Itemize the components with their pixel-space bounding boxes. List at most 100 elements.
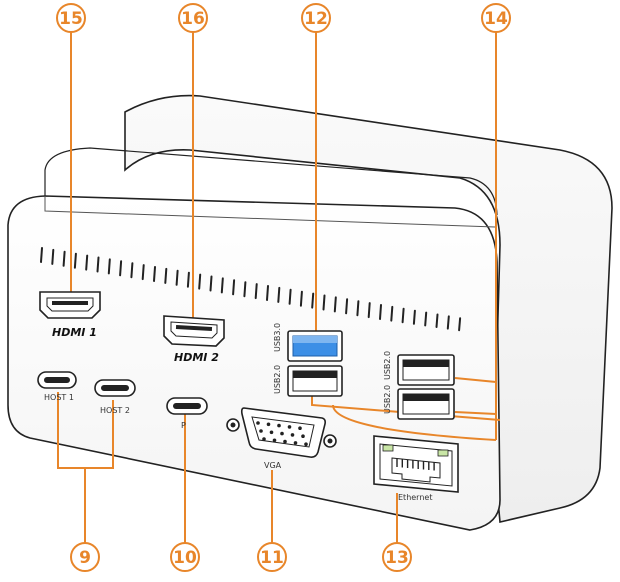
vent-slot — [198, 273, 202, 290]
callout-10-number: 10 — [173, 548, 197, 568]
usb-2-right-bottom-label: USB2.0 — [383, 385, 392, 414]
ethernet-label: Ethernet — [398, 493, 432, 502]
callout-15: 15 — [56, 3, 86, 33]
vent-slot — [390, 305, 394, 322]
usb-c-host-1-port: HOST 1 — [37, 371, 77, 402]
callout-14: 14 — [481, 3, 511, 33]
vent-slot — [288, 288, 292, 305]
circled-number-icon — [170, 542, 200, 572]
vent-slot — [299, 290, 303, 307]
callout-10: 10 — [170, 542, 200, 572]
vent-slot — [277, 286, 281, 303]
vent-slot — [40, 247, 43, 263]
circled-number-icon — [481, 3, 511, 33]
usb-c-port-icon — [166, 397, 208, 415]
usb-a-port-icon — [397, 354, 455, 386]
vga-pin — [256, 421, 260, 425]
device-body — [7, 94, 613, 531]
vent-slots — [40, 247, 462, 332]
callout-15-number: 15 — [59, 9, 83, 29]
usb-2-right-bottom-port: USB2.0 — [383, 385, 455, 420]
callout-16: 16 — [178, 3, 208, 33]
usb-a-port-icon — [287, 330, 343, 362]
vga-pin — [272, 438, 277, 443]
callout-12: 12 — [301, 3, 331, 33]
usb-2-left-port: USB2.0 — [273, 365, 343, 397]
vent-slot — [412, 309, 416, 325]
vent-slot — [73, 252, 77, 269]
usb-c-host-2-port: HOST 2 — [94, 379, 136, 415]
ethernet-port: Ethernet — [373, 435, 459, 502]
vent-slot — [266, 285, 269, 301]
vent-slot — [345, 298, 349, 315]
usb-c-port-icon — [37, 371, 77, 389]
vent-slot — [446, 315, 450, 330]
usb-2-right-top-label: USB2.0 — [383, 351, 392, 380]
vent-slot — [62, 250, 66, 267]
callout-12-number: 12 — [304, 9, 328, 29]
vent-slot — [153, 266, 156, 282]
vent-slot — [379, 304, 382, 320]
vga-label: VGA — [264, 461, 282, 470]
leader-14-bottom — [332, 404, 497, 441]
callout-14-number: 14 — [484, 9, 508, 29]
leader-14 — [454, 30, 497, 440]
vga-pin — [283, 439, 287, 444]
vent-slot — [424, 311, 428, 327]
hdmi-2-port: HDMI 2 — [163, 315, 225, 364]
vent-slot — [209, 275, 213, 292]
vent-slot — [220, 277, 224, 294]
device-top-surface — [124, 94, 613, 523]
vent-slot — [243, 281, 247, 298]
vga-pin — [280, 431, 284, 436]
vent-slot — [458, 317, 462, 332]
callout-9-number: 9 — [79, 548, 91, 568]
usb-a-port-icon — [397, 388, 455, 420]
circled-number-icon — [70, 542, 100, 572]
vga-pin — [277, 423, 281, 428]
vent-slot — [435, 313, 439, 328]
host-1-label: HOST 1 — [44, 393, 74, 402]
callout-11-number: 11 — [260, 548, 284, 568]
circled-number-icon — [257, 542, 287, 572]
vent-slot — [164, 267, 168, 284]
vent-slot — [367, 302, 371, 319]
callout-11: 11 — [257, 542, 287, 572]
vent-slot — [232, 279, 236, 296]
circled-number-icon — [301, 3, 331, 33]
device-top-panel — [44, 147, 498, 216]
vga-pin — [304, 442, 308, 447]
vent-slot — [401, 307, 405, 324]
vga-port: VGA — [226, 407, 337, 470]
vent-slot — [356, 300, 360, 317]
vent-slot — [322, 294, 326, 311]
callout-9: 9 — [70, 542, 100, 572]
hdmi-2-label: HDMI 2 — [174, 351, 219, 364]
callout-16-number: 16 — [181, 9, 205, 29]
vent-slot — [119, 260, 123, 277]
vent-slot — [141, 264, 145, 281]
vga-pin — [287, 425, 292, 429]
usb-2-right-top-port: USB2.0 — [383, 351, 455, 386]
usb-3-port: USB3.0 — [273, 323, 343, 362]
rj45-pins — [396, 459, 435, 471]
vga-pin — [262, 437, 266, 441]
circled-number-icon — [178, 3, 208, 33]
rj45-port-icon — [373, 435, 459, 493]
callout-13: 13 — [382, 542, 412, 572]
vent-slot — [130, 262, 134, 279]
vga-port-icon — [226, 407, 337, 458]
vent-slot — [311, 292, 315, 309]
hdmi-port-icon — [163, 315, 225, 347]
vent-slot — [333, 296, 337, 313]
callout-13-number: 13 — [385, 548, 409, 568]
usb-c-port-icon — [94, 379, 136, 397]
vga-pin — [298, 426, 302, 431]
vga-pin — [290, 433, 295, 437]
usb-a-port-icon — [287, 365, 343, 397]
vga-pin — [266, 422, 271, 427]
usb-2-left-label: USB2.0 — [273, 365, 282, 394]
vent-slot — [186, 271, 190, 288]
leader-lines — [57, 30, 501, 545]
usb-3-label: USB3.0 — [273, 323, 282, 352]
